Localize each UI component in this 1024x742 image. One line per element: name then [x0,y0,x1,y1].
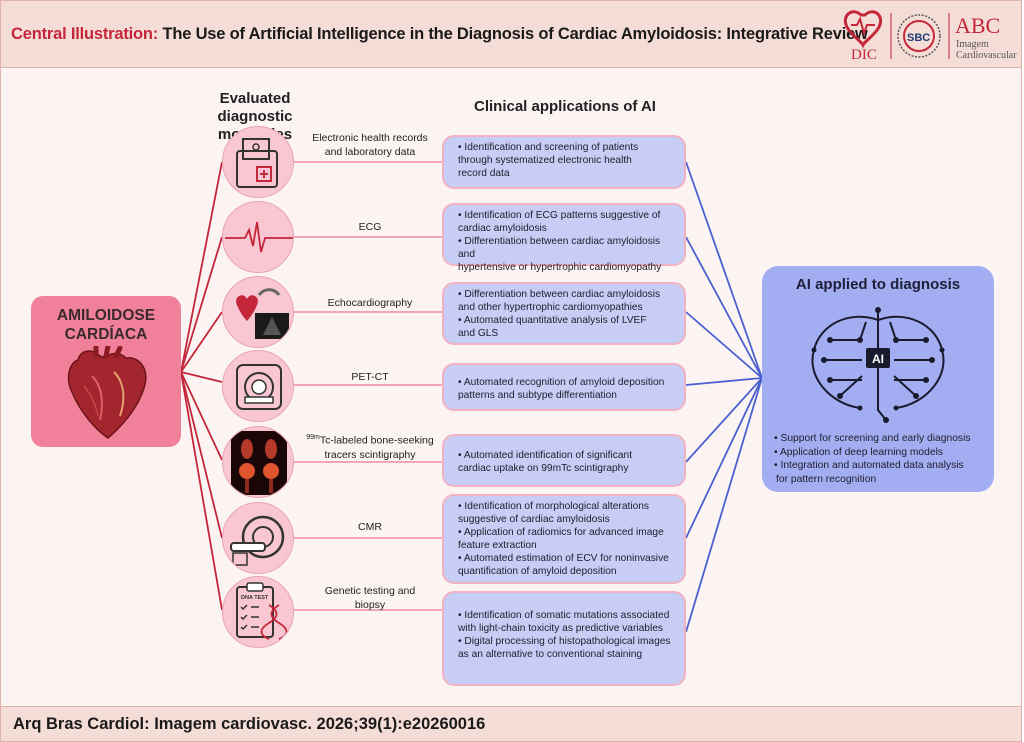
title-label: Central Illustration: [11,25,159,43]
left-title-line1: AMILOIDOSE [56,307,156,324]
petct-circle [222,350,294,422]
dna-test-clipboard-icon: DNA TEST [236,582,288,640]
heart-icon [67,346,147,439]
tc-superscript: 99m [306,434,320,441]
scintigraphy-image-icon [231,431,287,495]
app-cmr-line: suggestive of cardiac amyloidosis [458,514,610,525]
red-connector-2 [180,236,223,373]
ai-diagnosis-title: AI applied to diagnosis [795,276,961,293]
applications-heading: Clinical applications of AI [474,98,656,115]
mri-scanner-icon [230,515,285,566]
title-text: The Use of Artificial Intelligence in th… [162,25,868,43]
ecg-wave-icon [225,221,293,253]
ai-brain-icon: AI [811,307,945,423]
application-box-genetic: • Identification of somatic mutations as… [442,591,686,686]
modality-label-genetic: Genetic testing and biopsy [300,584,440,612]
pet-ct-scanner-icon [236,364,282,410]
modality-label-petct: PET-CT [351,371,389,383]
footer-bar: Arq Bras Cardiol: Imagem cardiovasc. 202… [0,706,1022,742]
app-ecg-line: cardiac amyloidosis [458,223,547,234]
ecg-circle [222,201,294,273]
red-connector-1 [180,161,223,373]
modality-label-scintigraphy: 99mTc-labeled bone-seeking tracers scint… [300,431,440,462]
app-echo-line: • Differentiation between cardiac amyloi… [458,289,661,300]
modality-scint-line2: tracers scintigraphy [324,448,416,461]
modality-ehr-line2: and laboratory data [324,146,416,158]
dna-test-label: DNA TEST [241,595,269,601]
app-scint-line: • Automated identification of significan… [458,450,633,461]
ai-chip-label: AI [872,352,884,366]
app-echo-line: and GLS [458,328,499,339]
logos: DIC SBC ABC Imagem Cardiovascular [844,10,1017,63]
app-scint-line: cardiac uptake on 99mTc scintigraphy [458,463,629,474]
scintigraphy-circle [222,426,294,498]
ai-diagnosis-list: • Support for screening and early diagno… [774,432,989,486]
ai-item: • Application of deep learning models [774,446,944,458]
app-ehr-line: • Identification and screening of patien… [458,142,639,153]
sbc-logo: SBC [897,14,941,58]
header-bar: Central Illustration: The Use of Artific… [0,0,1022,68]
application-box-petct: • Automated recognition of amyloid depos… [442,363,686,411]
page-title: Central Illustration: The Use of Artific… [11,25,868,44]
modality-scint-line1: Tc-labeled bone-seeking [319,434,434,447]
app-ehr-line: record data [458,168,510,179]
abc-sub1: Imagem [956,39,989,50]
modalities-heading-line1: Evaluated diagnostic [217,90,293,125]
app-ecg-line: hypertensive or hypertrophic cardiomyopa… [458,262,662,273]
app-ehr-line: through systematized electronic health [458,155,632,166]
app-cmr-line: • Identification of morphological altera… [458,501,650,512]
app-genetic-line: • Digital processing of histopathologica… [458,636,671,647]
citation: Arq Bras Cardiol: Imagem cardiovasc. 202… [13,715,486,733]
sbc-text: SBC [907,32,930,44]
ai-item: for pattern recognition [776,473,877,485]
red-connector-6 [180,371,223,539]
ai-item: • Support for screening and early diagno… [774,433,971,444]
modality-label-ehr: Electronic health records and laboratory… [300,131,440,159]
app-cmr-line: • Automated estimation of ECV for noninv… [458,553,669,564]
modality-label-ecg: ECG [358,221,382,233]
app-cmr-line: • Application of radiomics for advanced … [458,527,664,538]
left-title-line2: CARDÍACA [64,326,148,343]
echocardiography-icon [236,288,289,339]
app-echo-line: • Automated quantitative analysis of LVE… [458,315,647,326]
modality-label-cmr: CMR [358,521,382,533]
application-box-ecg: • Identification of ECG patterns suggest… [442,203,686,273]
cmr-circle [222,502,294,574]
modality-label-echo: Echocardiography [327,297,413,309]
red-connector-5 [180,371,223,461]
app-genetic-line: with light-chain toxicity as predictive … [458,623,663,634]
app-ecg-line: • Identification of ECG patterns suggest… [458,210,661,221]
red-connector-7 [180,371,223,611]
app-ecg-line: • Differentiation between cardiac amyloi… [458,236,661,260]
app-cmr-line: feature extraction [458,540,537,551]
application-box-echo: • Differentiation between cardiac amyloi… [442,282,686,345]
cardiac-amyloidosis-title: AMILOIDOSE CARDÍACA [31,306,181,344]
app-echo-line: and other hypertrophic cardiomyopathies [458,302,643,313]
echo-circle [222,276,294,348]
modality-genetic-line2: biopsy [354,599,386,611]
app-genetic-line: as an alternative to conventional staini… [458,649,643,660]
genetic-circle: DNA TEST [222,576,294,648]
app-petct-line: • Automated recognition of amyloid depos… [458,377,665,388]
abc-sub2: Cardiovascular [956,50,1017,61]
dic-logo: DIC [844,10,882,63]
abc-logo: ABC Imagem Cardiovascular [955,13,1017,61]
modality-genetic-line1: Genetic testing and [324,585,416,597]
application-box-scintigraphy: • Automated identification of significan… [442,434,686,487]
health-records-icon [236,138,278,188]
modality-ehr-line1: Electronic health records [312,132,428,144]
app-cmr-line: quantification of amyloid deposition [458,566,617,577]
dic-text: DIC [851,47,877,63]
application-box-ehr: • Identification and screening of patien… [442,135,686,189]
app-petct-line: patterns and subtype differentiation [458,390,617,401]
abc-text: ABC [955,13,1000,38]
red-connector-4 [180,371,223,383]
ehr-circle [222,126,294,198]
ai-item: • Integration and automated data analysi… [774,460,964,471]
red-connector-3 [180,311,223,373]
app-genetic-line: • Identification of somatic mutations as… [458,610,670,621]
application-box-cmr: • Identification of morphological altera… [442,494,686,584]
